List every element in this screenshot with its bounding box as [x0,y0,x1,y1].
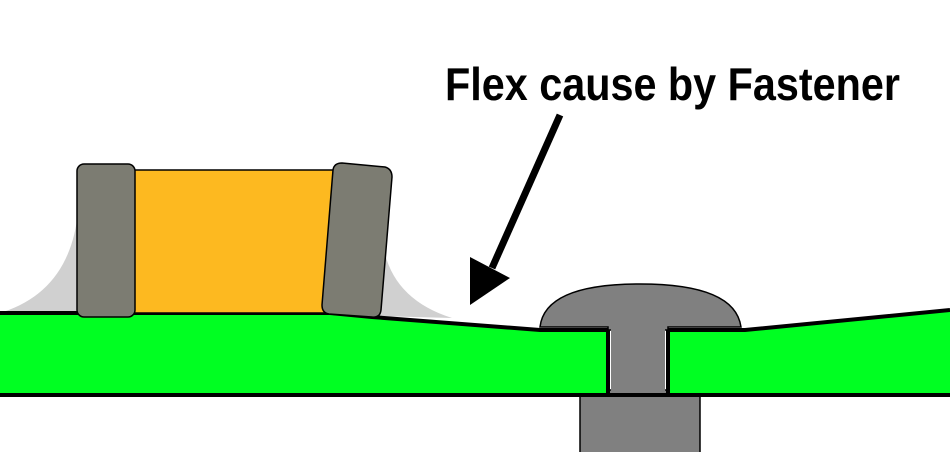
terminal-left [76,163,136,318]
component-body [129,169,336,314]
terminal-right [321,162,393,318]
arrow-shaft [488,113,564,270]
fastener-head [539,283,742,331]
fastener-shank [611,328,665,391]
solder-fillet-right [376,250,452,318]
solder-fillet-left [3,212,80,314]
annotation-label: Flex cause by Fastener [445,58,900,110]
fastener-nut [579,389,701,452]
arrow-head-icon [470,257,510,305]
